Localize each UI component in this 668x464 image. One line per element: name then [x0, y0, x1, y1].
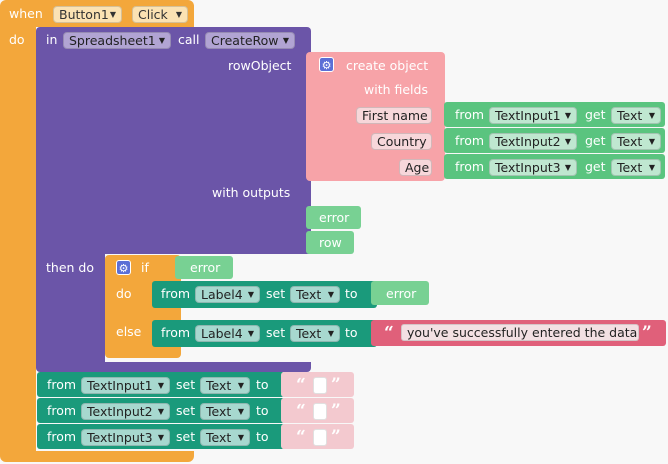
- if-condition-label: error: [190, 260, 221, 275]
- setter-prop-dropdown[interactable]: Text▼: [200, 429, 250, 446]
- get-label: get: [585, 159, 606, 174]
- call-label: call: [178, 32, 200, 47]
- chevron-down-icon: ▼: [648, 111, 655, 120]
- do-label: do: [9, 32, 25, 47]
- chevron-down-icon: ▼: [564, 111, 571, 120]
- from-label: from: [455, 159, 485, 174]
- chevron-down-icon: ▼: [327, 329, 334, 338]
- setter-component-dropdown[interactable]: TextInput3▼: [81, 429, 170, 446]
- event-component-dropdown[interactable]: Button1▼: [53, 6, 122, 23]
- rowobject-label: rowObject: [228, 58, 292, 73]
- setter-component-dropdown[interactable]: TextInput1▼: [81, 377, 170, 394]
- open-quote-icon: “: [296, 375, 306, 395]
- getter-component-dropdown[interactable]: TextInput3▼: [489, 159, 577, 176]
- from-label: from: [47, 377, 77, 392]
- else-label: else: [116, 324, 142, 339]
- create-object-title: create object: [346, 58, 429, 73]
- getter-prop-dropdown[interactable]: Text▼: [611, 107, 661, 124]
- open-quote-icon: “: [384, 323, 394, 343]
- if-condition-variable[interactable]: [175, 256, 233, 279]
- chevron-down-icon: ▼: [327, 290, 334, 299]
- to-label: to: [345, 325, 358, 340]
- if-do-label: do: [116, 286, 132, 301]
- open-quote-icon: “: [296, 401, 306, 421]
- close-quote-icon: ”: [331, 427, 341, 447]
- field-name-first-name[interactable]: First name: [356, 107, 432, 124]
- chevron-down-icon: ▼: [237, 381, 244, 390]
- output-error-label: error: [319, 210, 350, 225]
- gear-icon[interactable]: ⚙: [116, 260, 131, 275]
- in-label: in: [46, 32, 58, 47]
- getter-component-dropdown[interactable]: TextInput1▼: [489, 107, 577, 124]
- chevron-down-icon: ▼: [109, 10, 116, 19]
- then-value-label: error: [386, 286, 417, 301]
- chevron-down-icon: ▼: [648, 163, 655, 172]
- setter-component-dropdown[interactable]: Label4▼: [195, 286, 260, 303]
- setter-component-dropdown[interactable]: TextInput2▼: [81, 403, 170, 420]
- chevron-down-icon: ▼: [282, 36, 289, 45]
- set-label: set: [176, 377, 196, 392]
- from-label: from: [47, 403, 77, 418]
- setter-prop-dropdown[interactable]: Text▼: [290, 325, 340, 342]
- empty-text-value[interactable]: [313, 429, 327, 446]
- setter-prop-dropdown[interactable]: Text▼: [290, 286, 340, 303]
- from-label: from: [455, 107, 485, 122]
- set-label: set: [176, 429, 196, 444]
- chevron-down-icon: ▼: [247, 290, 254, 299]
- chevron-down-icon: ▼: [157, 407, 164, 416]
- then-value-variable[interactable]: [371, 281, 429, 305]
- get-label: get: [585, 133, 606, 148]
- to-label: to: [345, 286, 358, 301]
- close-quote-icon: ”: [331, 375, 341, 395]
- chevron-down-icon: ▼: [157, 381, 164, 390]
- from-label: from: [161, 286, 191, 301]
- field-name-country[interactable]: Country: [371, 133, 432, 150]
- chevron-down-icon: ▼: [247, 329, 254, 338]
- open-quote-icon: “: [296, 427, 306, 447]
- setter-prop-dropdown[interactable]: Text▼: [200, 377, 250, 394]
- output-row-variable[interactable]: [306, 231, 354, 254]
- gear-icon[interactable]: ⚙: [319, 57, 334, 72]
- from-label: from: [455, 133, 485, 148]
- set-label: set: [176, 403, 196, 418]
- getter-prop-dropdown[interactable]: Text▼: [611, 133, 661, 150]
- chevron-down-icon: ▼: [157, 433, 164, 442]
- set-label: set: [266, 325, 286, 340]
- close-quote-icon: ”: [331, 401, 341, 421]
- output-row-label: row: [319, 235, 342, 250]
- chevron-down-icon: ▼: [175, 10, 182, 19]
- else-text-value[interactable]: you've successfully entered the data: [401, 324, 639, 341]
- call-method-dropdown[interactable]: CreateRow▼: [205, 32, 295, 49]
- from-label: from: [47, 429, 77, 444]
- setter-component-dropdown[interactable]: Label4▼: [195, 325, 260, 342]
- field-name-age[interactable]: Age: [399, 159, 432, 176]
- chevron-down-icon: ▼: [564, 137, 571, 146]
- to-label: to: [256, 377, 269, 392]
- to-label: to: [256, 429, 269, 444]
- if-label: if: [141, 260, 149, 275]
- from-label: from: [161, 325, 191, 340]
- get-label: get: [585, 107, 606, 122]
- output-error-variable[interactable]: [306, 206, 361, 229]
- chevron-down-icon: ▼: [237, 407, 244, 416]
- event-name-dropdown[interactable]: Click▼: [132, 6, 188, 23]
- when-label: when: [9, 6, 43, 21]
- getter-component-dropdown[interactable]: TextInput2▼: [489, 133, 577, 150]
- call-component-dropdown[interactable]: Spreadsheet1▼: [63, 32, 171, 49]
- close-quote-icon: ”: [642, 323, 652, 343]
- empty-text-value[interactable]: [313, 377, 327, 394]
- with-fields-label: with fields: [364, 82, 428, 97]
- chevron-down-icon: ▼: [158, 36, 165, 45]
- getter-prop-dropdown[interactable]: Text▼: [611, 159, 661, 176]
- then-do-label: then do: [46, 260, 94, 275]
- to-label: to: [256, 403, 269, 418]
- chevron-down-icon: ▼: [564, 163, 571, 172]
- setter-prop-dropdown[interactable]: Text▼: [200, 403, 250, 420]
- chevron-down-icon: ▼: [237, 433, 244, 442]
- with-outputs-label: with outputs: [212, 185, 291, 200]
- empty-text-value[interactable]: [313, 403, 327, 420]
- set-label: set: [266, 286, 286, 301]
- chevron-down-icon: ▼: [648, 137, 655, 146]
